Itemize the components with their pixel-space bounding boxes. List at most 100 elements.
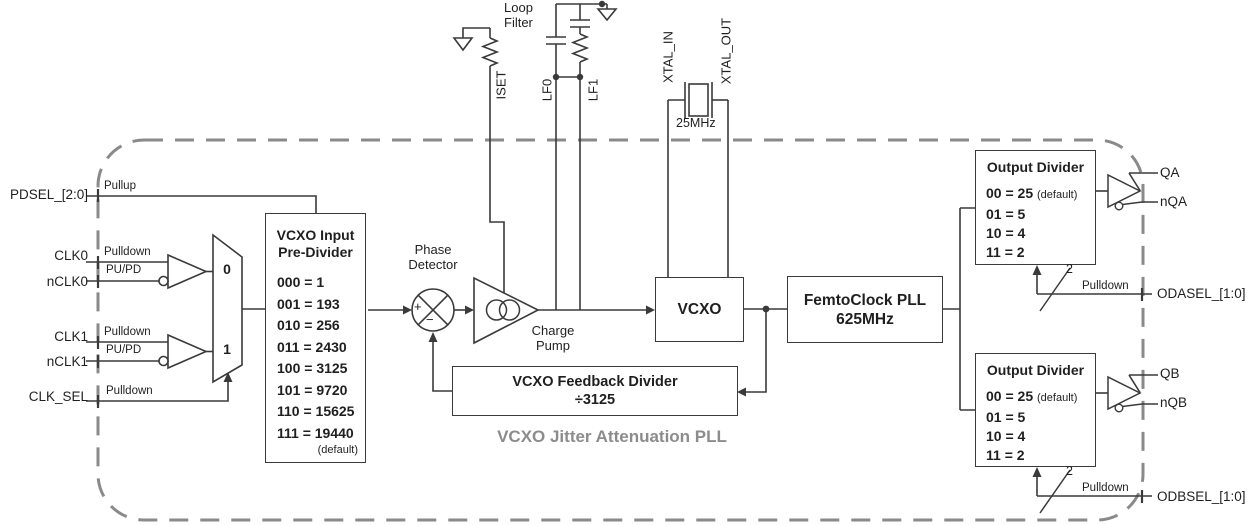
prediv-title-line2: Pre-Divider — [278, 244, 353, 260]
charge-pump-symbol — [473, 276, 540, 345]
inverting-bubble — [1114, 403, 1124, 413]
resistor-zigzag — [570, 33, 590, 63]
od-b-row0: 00 = 25 (default) — [986, 388, 1078, 404]
bus-slash — [1039, 469, 1071, 514]
odbsel-pin-label: ODBSEL_[1:0] — [1157, 489, 1246, 504]
clk-sel-pin-label: CLK_SEL — [28, 389, 88, 404]
od-b-default-note: (default) — [1037, 392, 1078, 404]
nqa-pin-label: nQA — [1160, 194, 1188, 209]
inverting-bubble — [1114, 201, 1124, 211]
clk-sel-wire — [86, 381, 229, 402]
prediv-row: 010 = 256 — [277, 317, 340, 333]
feedback-divider-ratio: ÷3125 — [574, 392, 616, 408]
mux-input-0-label: 0 — [223, 261, 231, 277]
nqb-wire — [1122, 403, 1158, 408]
xtal-in-pin-label: XTAL_IN — [660, 31, 676, 83]
prediv-row: 101 = 9720 — [277, 381, 348, 398]
odasel-pin-label: ODASEL_[1:0] — [1157, 286, 1246, 301]
od-a-row: 11 = 2 — [986, 244, 1025, 260]
ground-symbol — [596, 8, 618, 22]
crystal-symbol — [667, 82, 729, 277]
output-buffer-b — [1096, 374, 1158, 413]
pdsel-pullup-label: Pullup — [104, 180, 136, 192]
pdsel-wire — [87, 195, 317, 213]
clock-mux — [212, 233, 243, 384]
nclk1-pupd-label: PU/PD — [106, 344, 142, 356]
clk1-pulldown-label: Pulldown — [104, 326, 151, 338]
od-b-row: 10 = 4 — [986, 428, 1026, 444]
vcxo-input-pre-divider-box: VCXO Input Pre-Divider 000 = 1 001 = 193… — [265, 213, 366, 463]
pd-minus-sign: − — [426, 312, 434, 327]
vcxo-input-arrowhead — [646, 305, 655, 315]
nqb-pin-label: nQB — [1160, 395, 1188, 410]
xtal-out-pin-label: XTAL_OUT — [718, 17, 734, 85]
mux-input-1-label: 1 — [223, 341, 231, 357]
loop-filter-network — [546, 0, 618, 310]
bus-slash — [1039, 267, 1071, 312]
output-divider-b-title: Output Divider — [986, 362, 1085, 378]
od-b-row: 01 = 5 — [986, 409, 1026, 425]
odbsel-pulldown-label: Pulldown — [1082, 482, 1129, 494]
fbdiv-input-arrowhead — [737, 387, 746, 397]
pll-output-branch — [942, 207, 975, 411]
prediv-row: 011 = 2430 — [277, 338, 347, 355]
odbsel-bus-width-label: 2 — [1066, 464, 1073, 478]
nqa-wire — [1122, 201, 1158, 206]
od-b-row: 11 = 2 — [986, 447, 1025, 463]
nclk0-pupd-label: PU/PD — [106, 264, 142, 276]
od-a-default-note: (default) — [1037, 189, 1078, 201]
feedback-divider-label: VCXO Feedback Divider — [512, 374, 678, 390]
od-a-row: 01 = 5 — [986, 206, 1026, 222]
inverting-bubble — [158, 275, 169, 287]
prediv-row: 000 = 1 — [277, 274, 325, 290]
nclk0-pin-label: nCLK0 — [46, 274, 88, 289]
pdsel-pin-label: PDSEL_[2:0] — [9, 187, 88, 202]
prediv-row: 100 = 3125 — [277, 360, 348, 376]
qa-pin-label: QA — [1160, 165, 1180, 180]
femtoclock-label-line2: 625MHz — [836, 310, 894, 328]
prediv-default-note: (default) — [317, 444, 358, 456]
pd-feedback-arrowhead — [428, 332, 438, 342]
loop-filter-label: Loop Filter — [504, 0, 533, 30]
odasel-wire-group — [1032, 265, 1152, 312]
iset-resistor-network — [452, 27, 505, 293]
fbdiv-to-pd-wire — [432, 341, 452, 392]
od-a-row: 10 = 4 — [986, 225, 1026, 241]
diagram-section-title: VCXO Jitter Attenuation PLL — [497, 427, 727, 446]
lf1-pin-label: LF1 — [585, 78, 601, 102]
qb-pin-label: QB — [1160, 366, 1180, 381]
clk0-pin-label: CLK0 — [54, 248, 88, 263]
ground-symbol — [452, 37, 474, 52]
clk0-pulldown-label: Pulldown — [104, 246, 151, 258]
femtoclock-pll-box: FemtoClock PLL 625MHz — [787, 276, 943, 343]
prediv-row: 110 = 15625 — [277, 403, 355, 419]
nclk1-pin-label: nCLK1 — [46, 354, 88, 369]
od-a-row0: 00 = 25 (default) — [986, 185, 1078, 201]
prediv-title-line1: VCXO Input — [276, 227, 355, 243]
iset-pin-label: ISET — [493, 70, 509, 100]
vcxo-box: VCXO — [655, 277, 744, 342]
crystal-frequency-label: 25MHz — [676, 116, 716, 130]
resistor-zigzag — [480, 37, 500, 67]
inverting-bubble — [158, 355, 169, 367]
clk1-pin-label: CLK1 — [54, 329, 88, 344]
phase-detector-label: Phase Detector — [408, 242, 458, 272]
input-buffer-clk0 — [158, 253, 213, 290]
output-divider-a-title: Output Divider — [986, 159, 1085, 175]
cp-input-arrowhead — [465, 305, 474, 315]
vcxo-feedback-divider-box: VCXO Feedback Divider ÷3125 — [452, 366, 738, 416]
output-divider-a-box: Output Divider 00 = 25 (default) 01 = 5 … — [975, 150, 1096, 265]
odasel-bus-width-label: 2 — [1066, 262, 1073, 276]
femtoclock-label-line1: FemtoClock PLL — [803, 291, 927, 309]
odbsel-wire-group — [1032, 467, 1152, 514]
lf0-pin-label: LF0 — [539, 78, 555, 102]
charge-pump-label: Charge Pump — [531, 323, 575, 353]
pd-plus-sign: + — [414, 299, 422, 314]
prediv-row: 111 = 19440 — [277, 424, 354, 441]
clk-sel-arrowhead — [223, 372, 233, 382]
odasel-pulldown-label: Pulldown — [1082, 280, 1129, 292]
input-buffer-clk1 — [158, 333, 213, 370]
phase-detector-symbol — [411, 288, 455, 332]
